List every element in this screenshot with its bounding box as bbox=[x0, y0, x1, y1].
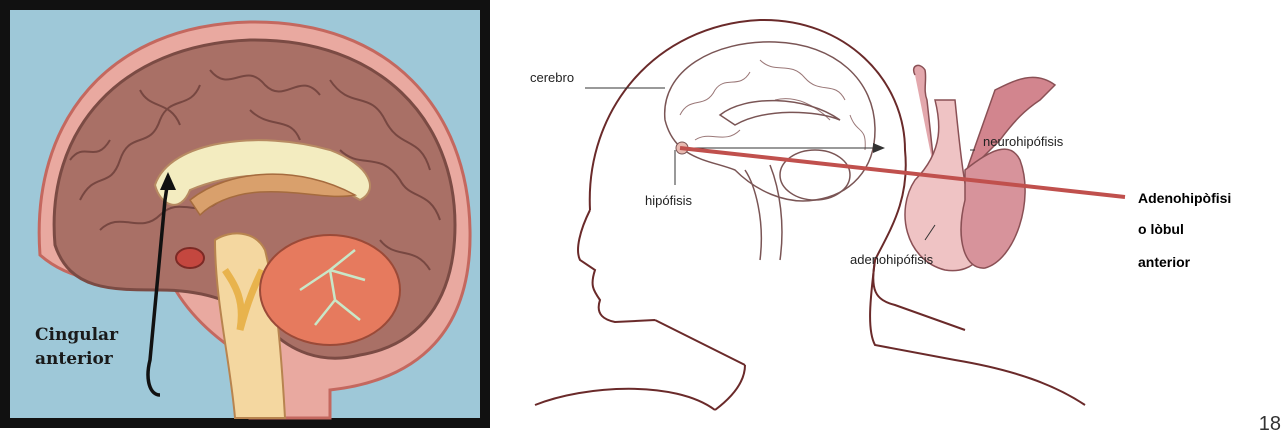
callout-line1: Adenohipòfisi bbox=[1138, 190, 1231, 206]
neurohypophysis bbox=[961, 149, 1025, 268]
label-adenohipofisis: adenohipófisis bbox=[850, 252, 934, 267]
shoulder-outline-left bbox=[535, 389, 715, 410]
pituitary-diagram: cerebro hipófisis neurohipófisis adenohi… bbox=[495, 0, 1283, 428]
label-neurohipofisis: neurohipófisis bbox=[983, 134, 1064, 149]
callout-line2: o lòbul bbox=[1138, 221, 1184, 237]
head-outline bbox=[578, 20, 965, 365]
brainstem-outline bbox=[745, 165, 782, 260]
brain-illustration: Cingular anterior bbox=[0, 0, 490, 428]
pituitary-diagram-panel: cerebro hipófisis neurohipófisis adenohi… bbox=[495, 0, 1283, 428]
pituitary bbox=[176, 248, 204, 268]
label-cingular: Cingular bbox=[35, 325, 119, 345]
neck-shoulder-outline bbox=[715, 260, 1085, 410]
brain-illustration-panel: Cingular anterior bbox=[0, 0, 490, 428]
callout-line3: anterior bbox=[1138, 254, 1191, 270]
cerebellum bbox=[260, 235, 400, 345]
brain-gyri bbox=[680, 60, 865, 150]
label-anterior: anterior bbox=[35, 349, 114, 369]
cerebellum-outline bbox=[780, 150, 850, 200]
label-cerebro: cerebro bbox=[530, 70, 574, 85]
label-hipofisis: hipófisis bbox=[645, 193, 692, 208]
page-number: 18 bbox=[1259, 413, 1281, 436]
arrow-to-detail-head bbox=[873, 143, 885, 153]
